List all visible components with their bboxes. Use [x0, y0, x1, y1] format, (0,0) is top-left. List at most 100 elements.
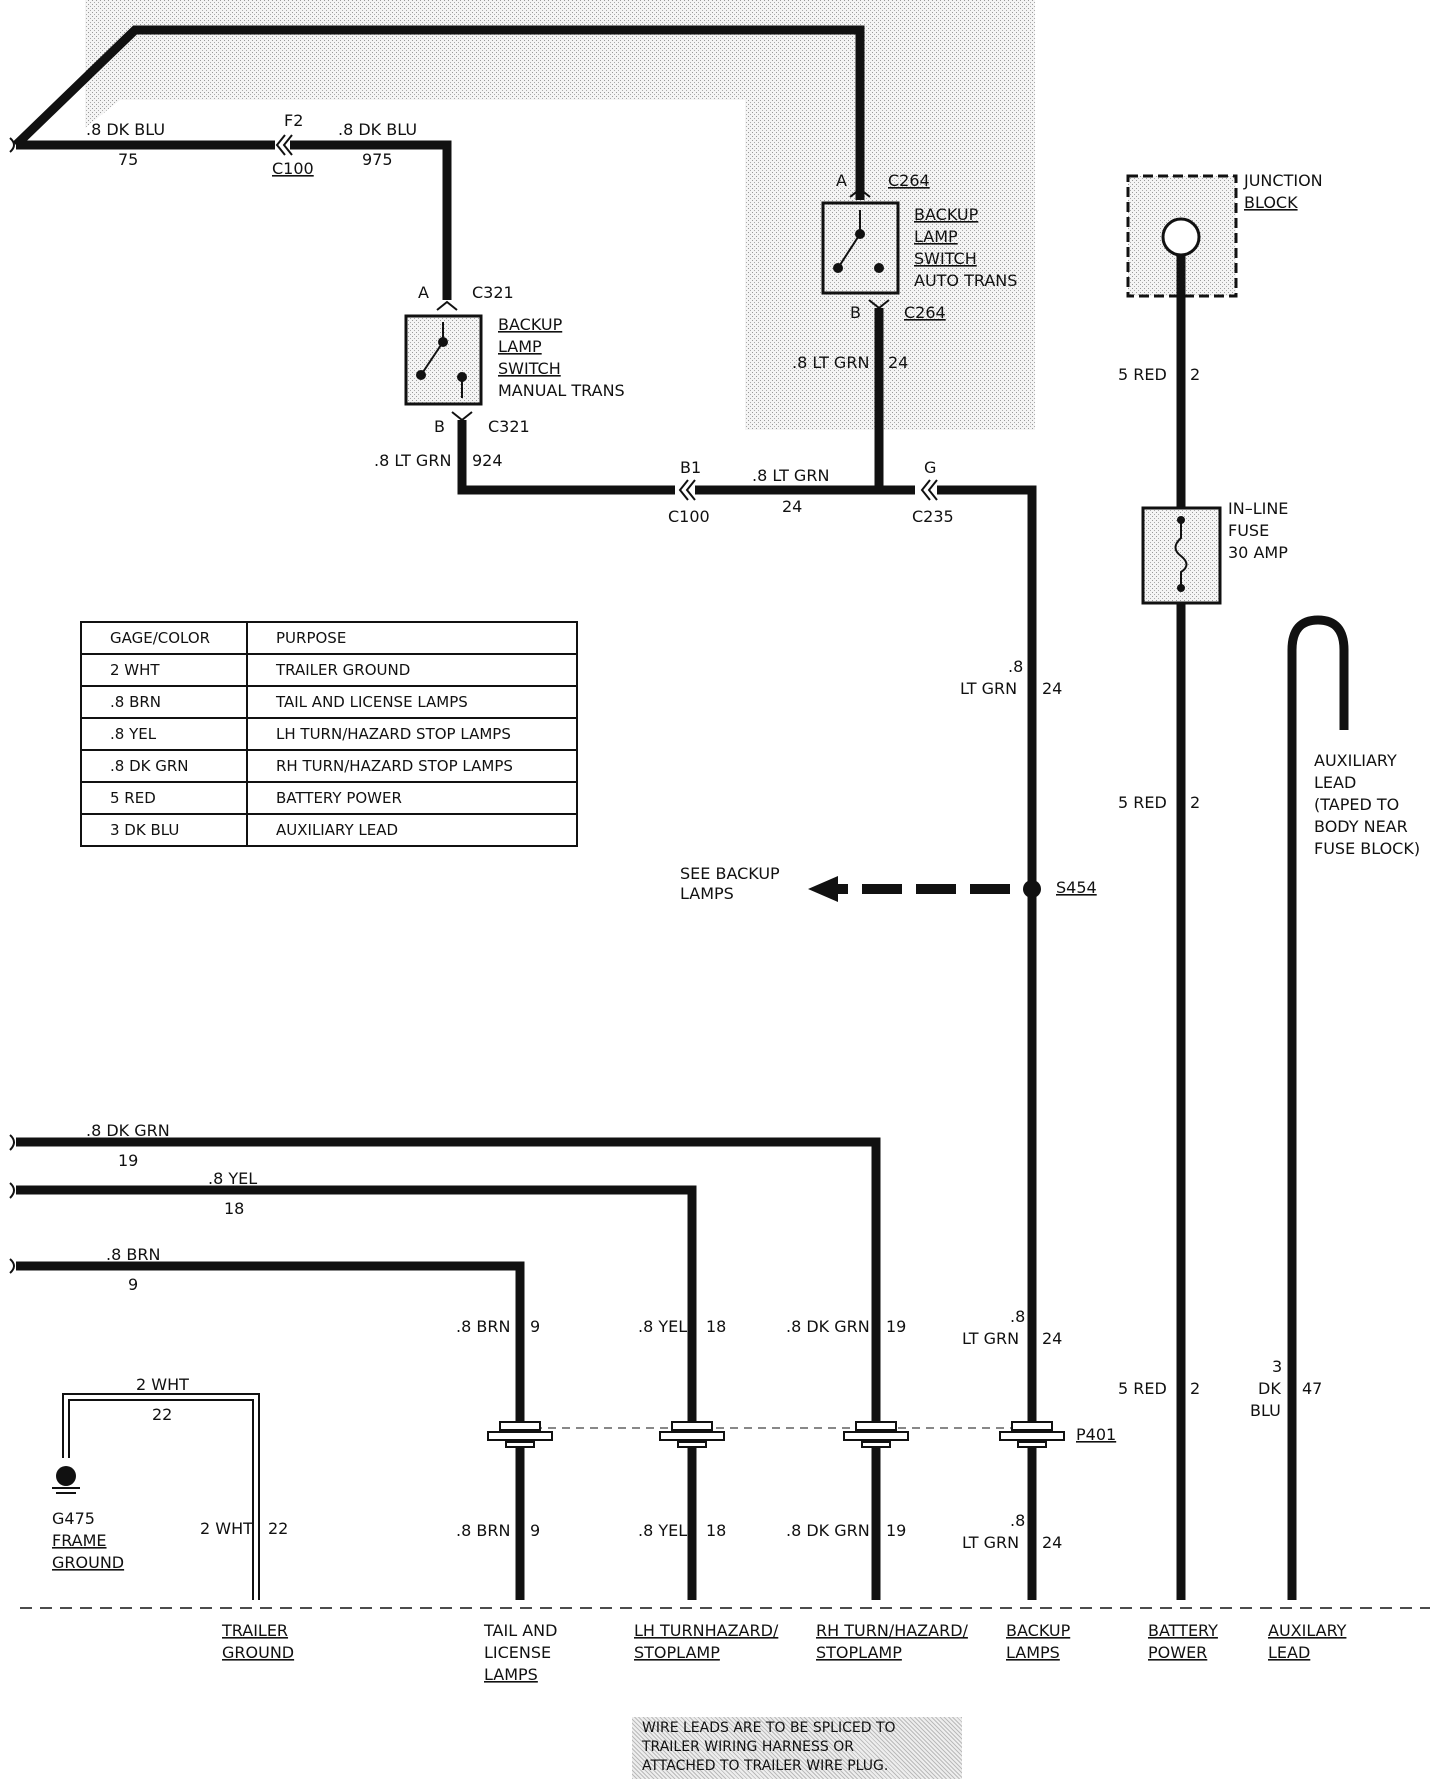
- label-brn-gage: .8 BRN: [106, 1245, 160, 1264]
- label-ground-3: GROUND: [52, 1553, 124, 1572]
- label-junction-wire-num: 2: [1190, 365, 1200, 384]
- ground-symbol: [52, 1487, 80, 1494]
- label-c321-bottom: C321: [488, 417, 530, 436]
- label-ltgrn-lower-num: 24: [1042, 1533, 1062, 1552]
- label-blu-num: 47: [1302, 1379, 1322, 1398]
- label-junction-1: JUNCTION: [1243, 171, 1323, 190]
- label-fuse-1: IN–LINE: [1228, 499, 1288, 518]
- ground-g475: [56, 1466, 76, 1486]
- left-end-cap: [9, 137, 15, 153]
- label-wht-drop-num: 22: [268, 1519, 288, 1538]
- label-c100-f2-pin: F2: [284, 111, 303, 130]
- label-fuse-3: 30 AMP: [1228, 543, 1288, 562]
- wire-aux-lead: [1287, 615, 1349, 1600]
- legend-gage: .8 DK GRN: [80, 749, 248, 783]
- legend-purpose: TRAILER GROUND: [246, 653, 578, 687]
- label-dkgrn-num: 19: [118, 1151, 138, 1170]
- label-ltgrn-drop-num: 24: [1042, 1329, 1062, 1348]
- legend-purpose: AUXILIARY LEAD: [246, 813, 578, 847]
- wire-wht-22-inner: [64, 1395, 258, 1600]
- label-aux-3: (TAPED TO: [1314, 795, 1399, 814]
- plug-terminal-dkgrn: [843, 1421, 909, 1448]
- legend-row: .8 DK GRN RH TURN/HAZARD STOP LAMPS: [80, 749, 578, 783]
- label-blu-gage-1: 3: [1272, 1357, 1282, 1376]
- label-aux-1: AUXILIARY: [1314, 751, 1397, 770]
- label-wire2-gage: .8 DK BLU: [338, 120, 417, 139]
- label-trailer-ground-2: GROUND: [222, 1643, 294, 1662]
- connector-c264-a: [849, 187, 871, 198]
- label-c321-top: C321: [472, 283, 514, 302]
- label-fuse-2: FUSE: [1228, 521, 1269, 540]
- label-yel-drop-num: 18: [706, 1317, 726, 1336]
- label-ground-2: FRAME: [52, 1531, 107, 1550]
- label-ltgrn-drop-gage-1: .8: [1010, 1307, 1025, 1326]
- label-tail-3: LAMPS: [484, 1665, 538, 1684]
- label-backup-2: LAMPS: [1006, 1643, 1060, 1662]
- label-trailer-ground-1: TRAILER: [221, 1621, 288, 1640]
- legend-row: .8 BRN TAIL AND LICENSE LAMPS: [80, 685, 578, 719]
- gage-color-legend: GAGE/COLOR PURPOSE 2 WHT TRAILER GROUND …: [80, 621, 578, 847]
- label-c235-pin: G: [924, 458, 936, 477]
- legend-header-purpose: PURPOSE: [246, 621, 578, 655]
- label-manual-switch-3: SWITCH: [498, 359, 561, 378]
- label-ltgrn-drop-gage-2: LT GRN: [962, 1329, 1019, 1348]
- label-c321-pin-b: B: [434, 417, 445, 436]
- manual-switch-arm: [420, 322, 444, 376]
- label-battery-2: POWER: [1148, 1643, 1207, 1662]
- wire-brn-9: [16, 1261, 525, 1430]
- label-auto-switch-1: BACKUP: [914, 205, 979, 224]
- label-manual-switch-4: MANUAL TRANS: [498, 381, 625, 400]
- label-s454: S454: [1056, 878, 1097, 897]
- label-wire-24-auto-num: 24: [888, 353, 908, 372]
- label-aux-bottom-2: LEAD: [1268, 1643, 1310, 1662]
- label-yel-lower-gage: .8 YEL: [638, 1521, 687, 1540]
- label-see-backup-2: LAMPS: [680, 884, 734, 903]
- label-backup-1: BACKUP: [1006, 1621, 1071, 1640]
- label-ltgrn-lower-gage-2: LT GRN: [962, 1533, 1019, 1552]
- label-red-drop-gage: 5 RED: [1118, 1379, 1167, 1398]
- wire-yel-18: [16, 1185, 697, 1430]
- label-wire-924-gage: .8 LT GRN: [374, 451, 451, 470]
- arrow-head: [808, 876, 838, 902]
- label-rh-1: RH TURN/HAZARD/: [816, 1621, 969, 1640]
- label-aux-bottom-1: AUXILARY: [1268, 1621, 1347, 1640]
- legend-row: 3 DK BLU AUXILIARY LEAD: [80, 813, 578, 847]
- label-lh-1: LH TURNHAZARD/: [634, 1621, 779, 1640]
- label-wht-num: 22: [152, 1405, 172, 1424]
- plug-terminal-ltgrn: [999, 1421, 1065, 1448]
- label-yel-num: 18: [224, 1199, 244, 1218]
- legend-purpose: LH TURN/HAZARD STOP LAMPS: [246, 717, 578, 751]
- connector-c100-b1: [678, 479, 696, 501]
- label-junction-wire-gage: 5 RED: [1118, 365, 1167, 384]
- legend-gage: 5 RED: [80, 781, 248, 815]
- label-c264-pin-b: B: [850, 303, 861, 322]
- label-ground-1: G475: [52, 1509, 95, 1528]
- label-blu-gage-2: DK: [1258, 1379, 1281, 1398]
- label-tail-2: LICENSE: [484, 1643, 551, 1662]
- label-auto-switch-4: AUTO TRANS: [914, 271, 1017, 290]
- label-c100-b1-name: C100: [668, 507, 710, 526]
- label-auto-switch-2: LAMP: [914, 227, 958, 246]
- label-c235-name: C235: [912, 507, 954, 526]
- label-manual-switch-1: BACKUP: [498, 315, 563, 334]
- legend-gage: .8 BRN: [80, 685, 248, 719]
- shaded-region: [85, 0, 1035, 430]
- label-blu-gage-3: BLU: [1250, 1401, 1281, 1420]
- splice-s454: [1023, 880, 1041, 898]
- legend-row: 2 WHT TRAILER GROUND: [80, 653, 578, 687]
- label-right-gage-2: LT GRN: [960, 679, 1017, 698]
- label-brn-drop-num: 9: [530, 1317, 540, 1336]
- label-dkgrn-gage: .8 DK GRN: [86, 1121, 170, 1140]
- legend-gage: .8 YEL: [80, 717, 248, 751]
- label-dkgrn-lower-num: 19: [886, 1521, 906, 1540]
- label-fuse-wire-gage: 5 RED: [1118, 793, 1167, 812]
- wire-dk-grn-19: [16, 1137, 881, 1430]
- label-manual-switch-2: LAMP: [498, 337, 542, 356]
- label-aux-2: LEAD: [1314, 773, 1356, 792]
- label-mid-num: 24: [782, 497, 802, 516]
- wire-lt-grn-924: [457, 420, 675, 495]
- label-yel-lower-num: 18: [706, 1521, 726, 1540]
- label-wire1-num: 75: [118, 150, 138, 169]
- label-ltgrn-lower-gage-1: .8: [1010, 1511, 1025, 1530]
- label-brn-lower-num: 9: [530, 1521, 540, 1540]
